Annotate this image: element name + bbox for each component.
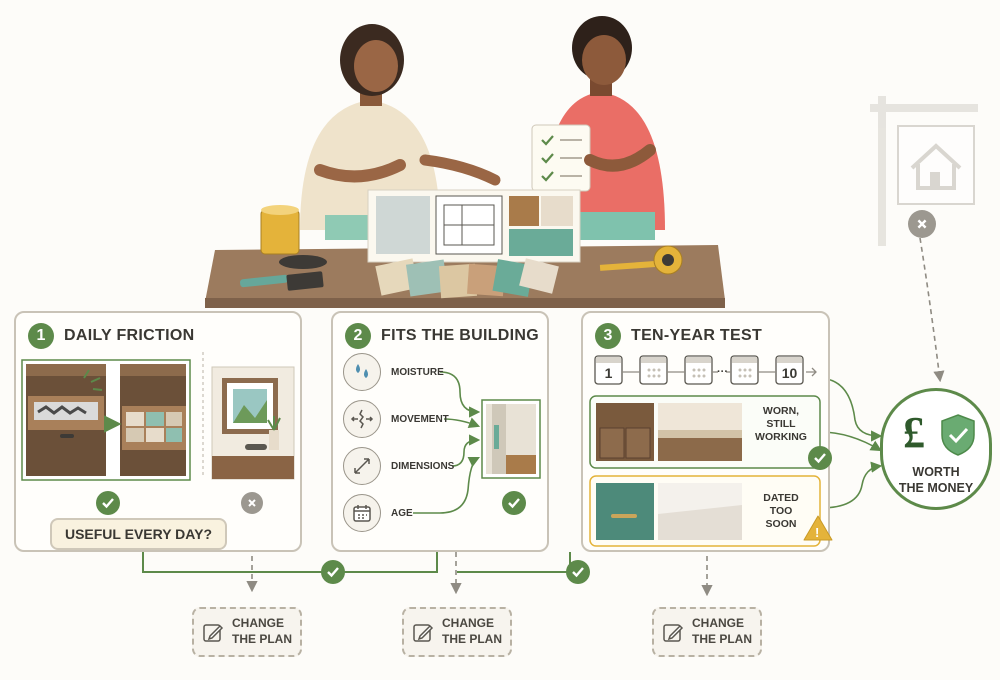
- movement-arrows-icon: [343, 400, 381, 438]
- factor-movement-label: MOVEMENT: [391, 413, 449, 425]
- water-drops-icon: [343, 353, 381, 391]
- timeline-start-year: 1: [604, 365, 613, 381]
- check-connector-1-icon: [321, 560, 345, 584]
- worth-the-money-label: WORTH THE MONEY: [898, 465, 974, 495]
- change-plan-box-3: CHANGE THE PLAN: [652, 607, 762, 657]
- diagonal-measure-icon: [343, 447, 381, 485]
- check-connector-2-icon: [566, 560, 590, 584]
- timeline-end-year: 10: [781, 365, 798, 381]
- pound-symbol: £: [903, 408, 925, 457]
- woman-figure: [300, 24, 501, 240]
- change-plan-box-2: CHANGE THE PLAN: [402, 607, 512, 657]
- shield-check-icon: [941, 414, 975, 456]
- factor-moisture: MOISTURE: [343, 353, 444, 391]
- sign-reject-cross-icon: [908, 210, 936, 238]
- check-worn-card-icon: [808, 446, 832, 470]
- couple-illustration: [205, 16, 725, 308]
- for-sale-sign: [870, 96, 978, 246]
- panel-1-label: DAILY FRICTION: [64, 327, 195, 344]
- factor-age: AGE: [343, 494, 413, 532]
- factor-movement: MOVEMENT: [343, 400, 449, 438]
- calendar-icon: [343, 494, 381, 532]
- card-dated-text: DATED TOO SOON: [763, 492, 799, 531]
- worth-the-money-outcome: £ WORTH THE MONEY: [880, 388, 992, 510]
- pencil-edit-icon: [203, 624, 224, 642]
- check-daily-friction-icon: [96, 491, 120, 515]
- reject-cross-icon: [241, 492, 263, 514]
- useful-every-day-question: USEFUL EVERY DAY?: [50, 518, 227, 550]
- factor-age-label: AGE: [391, 507, 413, 519]
- factor-moisture-label: MOISTURE: [391, 366, 444, 378]
- panel-daily-friction: 1 DAILY FRICTION: [14, 311, 302, 552]
- step-3-badge: 3: [595, 323, 621, 349]
- factor-dimensions-label: DIMENSIONS: [391, 460, 455, 472]
- panel-1-title: 1 DAILY FRICTION: [28, 323, 194, 349]
- panel-2-label: FITS THE BUILDING: [381, 327, 539, 344]
- step-2-badge: 2: [345, 323, 371, 349]
- panel-2-title: 2 FITS THE BUILDING: [345, 323, 539, 349]
- step-1-badge: 1: [28, 323, 54, 349]
- panel-3-label: TEN-YEAR TEST: [631, 327, 763, 344]
- factor-dimensions: DIMENSIONS: [343, 447, 454, 485]
- panel-3-title: 3 TEN-YEAR TEST: [595, 323, 762, 349]
- card-worn-text: WORN, STILL WORKING: [755, 405, 807, 444]
- pencil-edit-icon: [413, 624, 434, 642]
- change-plan-box-1: CHANGE THE PLAN: [192, 607, 302, 657]
- check-fits-building-icon: [502, 491, 526, 515]
- pencil-edit-icon: [663, 624, 684, 642]
